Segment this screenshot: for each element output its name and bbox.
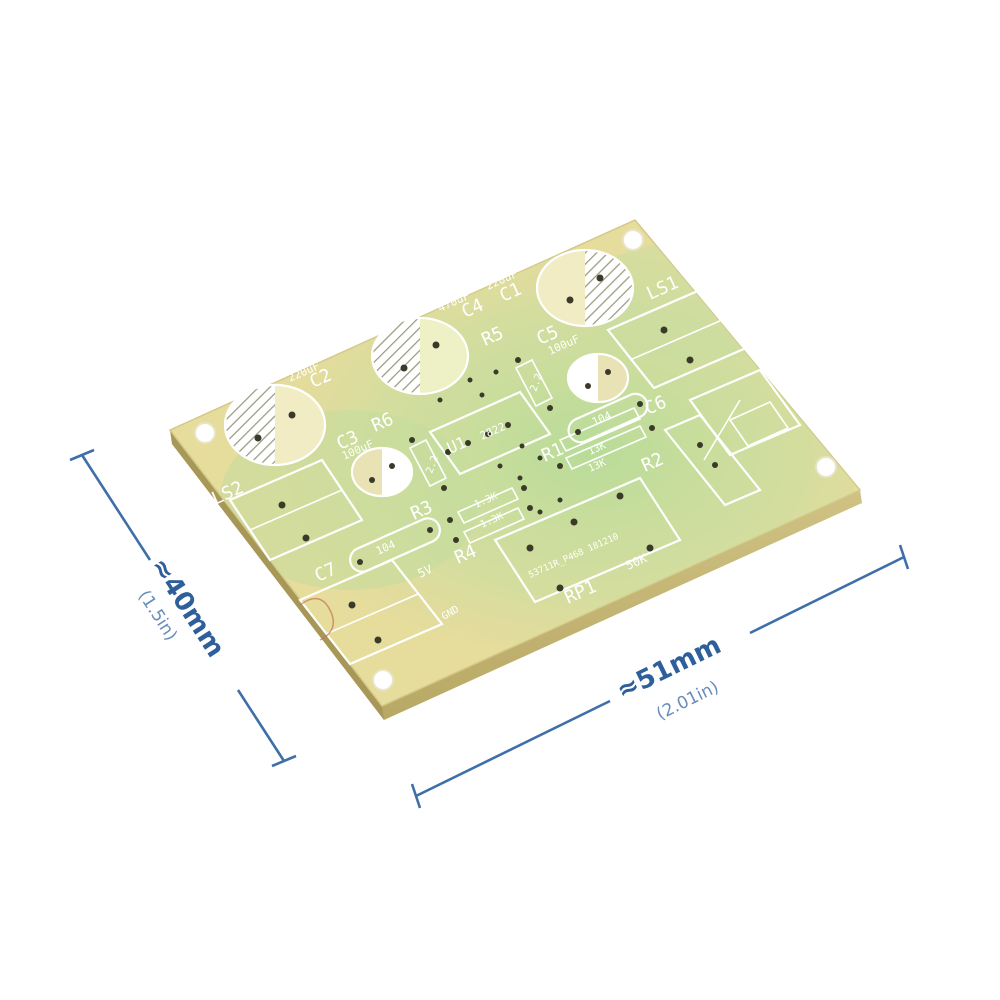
height-dimension (69, 448, 297, 768)
board-edge-side (170, 430, 384, 720)
label-5v: 5V (416, 562, 435, 581)
resistor-r3 (447, 485, 527, 525)
via-holes (437, 369, 563, 515)
capacitor-c5: + (566, 352, 630, 404)
svg-text:+: + (398, 477, 405, 491)
svg-text:+: + (574, 361, 581, 375)
power-connector (298, 558, 444, 666)
capacitor-c2 (223, 383, 327, 467)
potentiometer-rp1 (493, 476, 682, 604)
switch-outline (663, 413, 762, 507)
capacitor-c4 (370, 316, 470, 396)
mounting-holes (194, 229, 837, 691)
capacitor-c6 (567, 392, 649, 444)
resistor-r5 (514, 357, 554, 411)
resistor-r6 (408, 437, 448, 491)
width-dimension (410, 544, 910, 809)
speaker-ls2 (228, 458, 364, 562)
resistor-r2 (558, 406, 642, 453)
ic-u1 (428, 390, 552, 476)
capacitor-c3: + (350, 446, 414, 498)
resistor-r4 (453, 505, 533, 545)
resistor-r1 (557, 424, 655, 471)
capacitor-c1 (535, 248, 635, 328)
capacitor-c7 (349, 517, 441, 573)
speaker-ls1 (606, 288, 748, 390)
